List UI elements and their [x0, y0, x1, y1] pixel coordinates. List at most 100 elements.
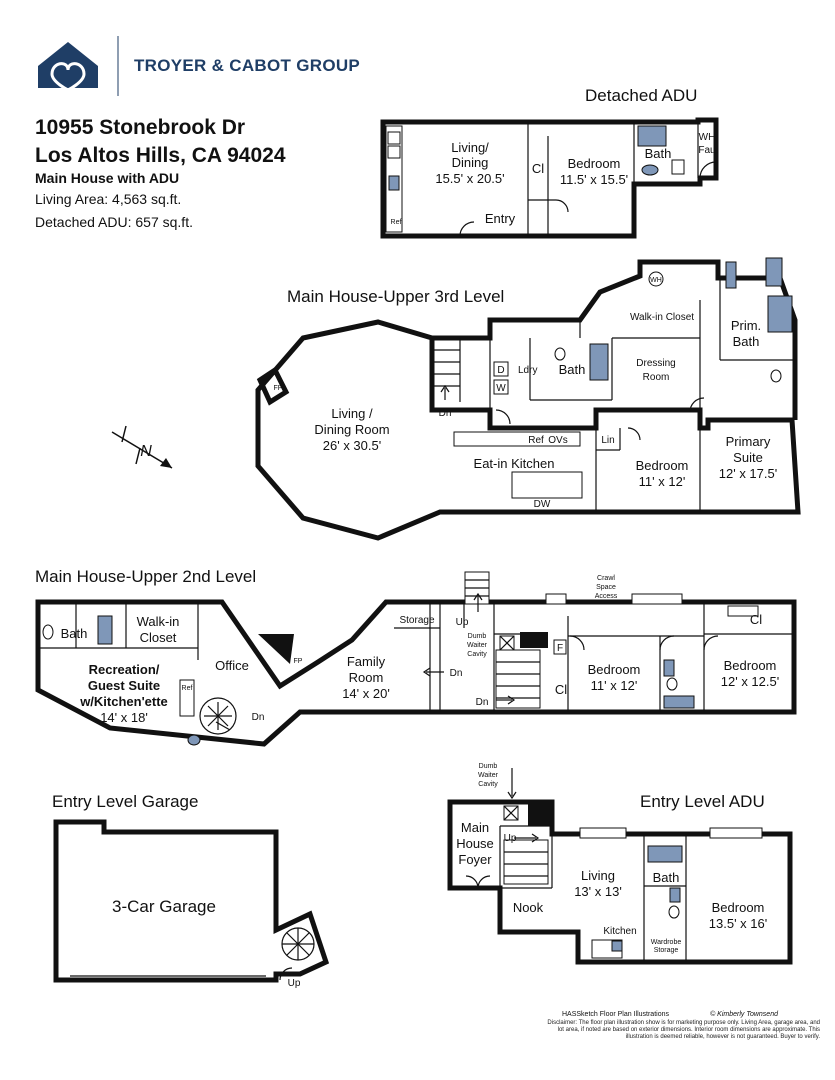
- u3-living-dim: 26' x 30.5': [323, 438, 381, 453]
- u3-primary-dim: 12' x 17.5': [719, 466, 777, 481]
- credit-author: © Kimberly Townsend: [710, 1010, 779, 1018]
- ea-dumb-label-3: Cavity: [478, 781, 498, 788]
- ea-living-label: Living: [581, 868, 615, 883]
- title-entry-adu: Entry Level ADU: [640, 792, 765, 811]
- title-upper-2nd: Main House-Upper 2nd Level: [35, 567, 257, 586]
- u3-prim-bath-label: Prim.: [731, 318, 761, 333]
- credit-maker: HASSketch Floor Plan Illustrations: [562, 1011, 669, 1018]
- u2-storage-label: Storage: [399, 615, 434, 626]
- u3-dw-label: DW: [534, 499, 551, 510]
- disclaimer-text: Disclaimer: The floor plan illustration …: [547, 1020, 820, 1040]
- u2-walkin-label: Walk-in: [137, 614, 180, 629]
- u3-living-label: Living /: [331, 406, 373, 421]
- u2-family-dim: 14' x 20': [342, 686, 390, 701]
- ea-foyer-label-2: House: [456, 836, 494, 851]
- u2-dumb-label: Dumb: [468, 633, 487, 640]
- title-upper-3rd: Main House-Upper 3rd Level: [287, 287, 505, 306]
- u2-dn-stair: Dn: [476, 697, 489, 708]
- u2-up-label: Up: [456, 617, 469, 628]
- detached-adu-plan: [380, 117, 719, 239]
- u3-dressing-label: Dressing: [636, 358, 675, 369]
- u2-rec-label: Recreation/: [89, 662, 160, 677]
- ea-kitchen-label: Kitchen: [603, 926, 636, 937]
- u2-rec-label-3: w/Kitchen'ette: [79, 694, 168, 709]
- u3-wh-label: WH: [650, 277, 662, 284]
- property-kind: Main House with ADU: [35, 170, 180, 186]
- adu-bath-label: Bath: [645, 146, 672, 161]
- u3-dn-label: Dn: [439, 408, 452, 419]
- adu-living-label-2: Dining: [452, 155, 489, 170]
- u2-bed1-dim: 11' x 12': [591, 678, 638, 693]
- adu-entry-label: Entry: [485, 211, 516, 226]
- u3-washer-label: W: [496, 383, 506, 394]
- u2-dumb-label-2: Waiter: [467, 642, 488, 649]
- u3-primary-label: Primary: [726, 434, 771, 449]
- u3-fp-label: FP: [274, 385, 283, 392]
- ea-nook-label: Nook: [513, 900, 544, 915]
- u2-bath-label: Bath: [61, 626, 88, 641]
- adu-wh-label: WH: [699, 132, 716, 143]
- u3-bedroom-dim: 11' x 12': [639, 474, 686, 489]
- brand-name: TROYER & CABOT GROUP: [134, 56, 361, 75]
- entry-adu-plan: [447, 768, 793, 965]
- north-label: N: [140, 443, 152, 460]
- u2-bed2-dim: 12' x 12.5': [721, 674, 779, 689]
- ea-wardrobe-label: Wardrobe: [651, 939, 682, 946]
- u3-primary-label-2: Suite: [733, 450, 763, 465]
- u3-ovens-label: OVs: [548, 435, 567, 446]
- u3-bath-label: Bath: [559, 362, 586, 377]
- u2-walkin-label-2: Closet: [140, 630, 177, 645]
- adu-fau-label: Fau: [698, 145, 715, 156]
- adu-closet-label: Cl: [532, 161, 544, 176]
- upper-3rd-level-plan: [255, 257, 801, 541]
- house-heart-logo-icon: [38, 36, 119, 96]
- garage-label: 3-Car Garage: [112, 897, 216, 916]
- u2-rec-dim: 14' x 18': [100, 710, 148, 725]
- u3-kitchen-label: Eat-in Kitchen: [474, 456, 555, 471]
- property-city: Los Altos Hills, CA 94024: [35, 144, 286, 167]
- u3-living-label-2: Dining Room: [314, 422, 389, 437]
- u3-walkin-label: Walk-in Closet: [630, 312, 694, 323]
- u2-bed2-label: Bedroom: [724, 658, 777, 673]
- title-garage: Entry Level Garage: [52, 792, 199, 811]
- ea-up-label: Up: [504, 833, 517, 844]
- garage-up-label: Up: [288, 978, 301, 989]
- u2-crawl-label-3: Access: [595, 593, 618, 600]
- ea-dumb-label-2: Waiter: [478, 772, 499, 779]
- u2-f-label: F: [557, 643, 563, 654]
- adu-living-dim: 15.5' x 20.5': [435, 171, 504, 186]
- ea-bath-label: Bath: [653, 870, 680, 885]
- adu-ref-label: Ref: [391, 219, 402, 226]
- title-detached-adu: Detached ADU: [585, 86, 698, 105]
- u2-crawl-label-2: Space: [596, 584, 616, 591]
- ea-bedroom-dim: 13.5' x 16': [709, 916, 767, 931]
- adu-bedroom-label: Bedroom: [568, 156, 621, 171]
- ea-living-dim: 13' x 13': [574, 884, 622, 899]
- upper-2nd-level-plan: [35, 571, 797, 747]
- u2-dumb-label-3: Cavity: [467, 651, 487, 658]
- u3-dressing-label-2: Room: [643, 372, 670, 383]
- adu-bedroom-dim: 11.5' x 15.5': [560, 172, 628, 187]
- u3-linen-label: Lin: [601, 435, 614, 446]
- ea-dumb-label: Dumb: [479, 763, 498, 770]
- u2-family-label: Family: [347, 654, 386, 669]
- ea-bedroom-label: Bedroom: [712, 900, 765, 915]
- u2-cl2-label: Cl: [750, 612, 762, 627]
- u2-dn-office: Dn: [252, 712, 265, 723]
- u2-rec-label-2: Guest Suite: [88, 678, 160, 693]
- u2-cl-label: Cl: [555, 682, 567, 697]
- ea-foyer-label-3: Foyer: [458, 852, 492, 867]
- u2-bed1-label: Bedroom: [588, 662, 641, 677]
- property-street: 10955 Stonebrook Dr: [35, 116, 246, 139]
- u3-laundry-label: Ldry: [518, 365, 537, 376]
- u2-office-label: Office: [215, 658, 249, 673]
- u3-ref-label: Ref: [528, 435, 544, 446]
- u2-fp-label: FP: [294, 658, 303, 665]
- u3-prim-bath-label-2: Bath: [733, 334, 760, 349]
- u2-crawl-label: Crawl: [597, 575, 615, 582]
- ea-wardrobe-label-2: Storage: [654, 947, 679, 954]
- u2-family-label-2: Room: [349, 670, 384, 685]
- garage-plan: [53, 819, 330, 983]
- u3-dryer-label: D: [497, 365, 504, 376]
